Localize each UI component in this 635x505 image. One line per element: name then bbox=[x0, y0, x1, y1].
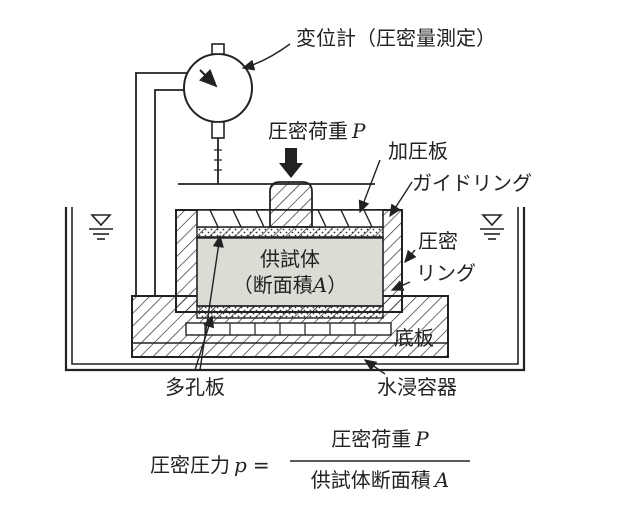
loading-plate-label: 加圧板 bbox=[388, 139, 448, 163]
water-container bbox=[64, 207, 526, 372]
dial-gauge-icon bbox=[183, 43, 253, 184]
gauge-stand bbox=[135, 72, 375, 296]
load-arrow-icon bbox=[279, 148, 303, 178]
loading-piston bbox=[269, 181, 313, 228]
specimen-label-2: （断面積A） bbox=[233, 273, 347, 297]
specimen-label-1: 供試体 bbox=[260, 247, 320, 271]
consolidation-ring-label-2: リング bbox=[416, 261, 476, 285]
water-level-right-icon bbox=[480, 214, 504, 240]
guide-ring-label: ガイドリング bbox=[412, 171, 532, 195]
porous-plate-bottom bbox=[196, 305, 384, 319]
water-level-left-icon bbox=[89, 214, 113, 240]
base-plate-label: 底板 bbox=[394, 326, 434, 350]
consolidation-ring-label-1: 圧密 bbox=[418, 229, 458, 253]
porous-plate-label: 多孔板 bbox=[165, 375, 225, 399]
water-container-label: 水浸容器 bbox=[377, 375, 457, 399]
dial-gauge-label: 変位計（圧密量測定） bbox=[296, 26, 496, 50]
porous-plate-top bbox=[196, 226, 384, 239]
